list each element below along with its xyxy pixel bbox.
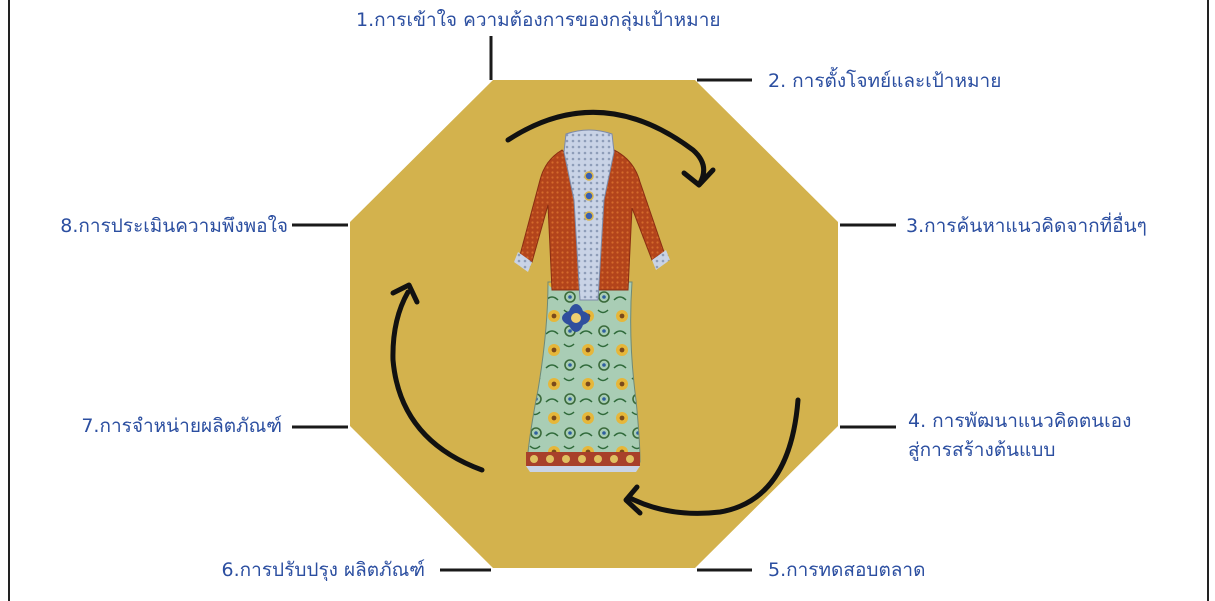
step-4-label-line1: 4. การพัฒนาแนวคิดตนเอง (908, 408, 1131, 434)
step-4-label-line2: สู่การสร้างต้นแบบ (908, 437, 1055, 463)
step-8-label: 8.การประเมินความพึงพอใจ (60, 213, 288, 239)
step-7-label: 7.การจำหน่ายผลิตภัณฑ์ (81, 413, 282, 439)
step-1-label: 1.การเข้าใจ ความต้องการของกลุ่มเป้าหมาย (356, 7, 721, 33)
step-2-label: 2. การตั้งโจทย์และเป้าหมาย (768, 68, 1001, 94)
step-3-label: 3.การค้นหาแนวคิดจากที่อื่นๆ (906, 213, 1147, 239)
step-6-label: 6.การปรับปรุง ผลิตภัณฑ์ (222, 557, 425, 583)
step-5-label: 5.การทดสอบตลาด (768, 557, 925, 583)
